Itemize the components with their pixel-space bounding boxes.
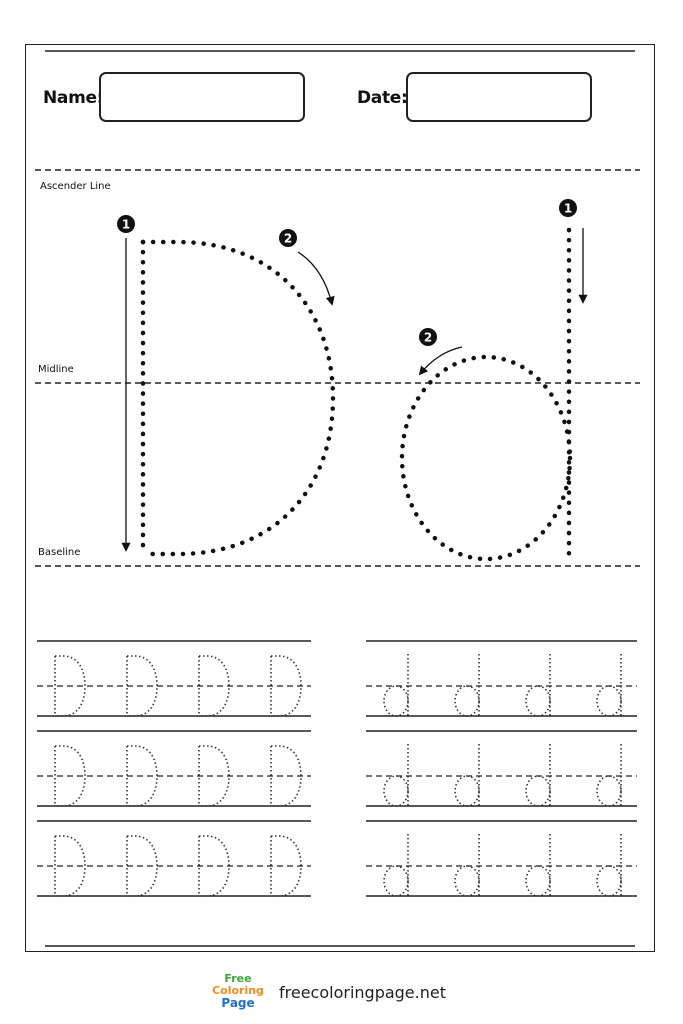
practice-lowercase-d-bowl <box>383 775 409 807</box>
practice-lowercase-d-bowl <box>596 685 622 717</box>
practice-lowercase-d-bowl <box>454 685 480 717</box>
baseline-label: Baseline <box>38 547 81 558</box>
name-field[interactable] <box>99 72 305 122</box>
lower-stroke2-arrow <box>418 346 463 376</box>
midline-label: Midline <box>38 364 74 375</box>
practice-uppercase-d <box>198 655 230 717</box>
practice-lowercase-d-bowl <box>383 865 409 897</box>
date-label: Date: <box>357 88 408 108</box>
practice-uppercase-d <box>126 835 158 897</box>
logo-line-1: Free <box>224 972 252 985</box>
practice-uppercase-d <box>198 745 230 807</box>
practice-uppercase-d <box>54 745 86 807</box>
practice-lowercase-d-bowl <box>383 685 409 717</box>
ascender-line-label: Ascender Line <box>40 181 111 192</box>
upper-stroke2-arrow <box>297 251 335 306</box>
lower-stroke2-number: 2 <box>424 331 432 345</box>
upper-stroke1-badge <box>117 215 135 233</box>
uppercase-d-trace <box>140 239 336 557</box>
lower-stroke1-number: 1 <box>564 202 572 216</box>
worksheet-frame <box>25 44 655 952</box>
date-field[interactable] <box>406 72 592 122</box>
practice-lowercase-d-bowl <box>525 865 551 897</box>
practice-uppercase-d <box>126 745 158 807</box>
practice-uppercase-d <box>270 655 302 717</box>
practice-uppercase-d <box>270 745 302 807</box>
lowercase-d-trace <box>399 227 573 563</box>
practice-uppercase-d <box>54 835 86 897</box>
logo-line-2: Coloring <box>212 984 264 997</box>
practice-area <box>37 640 637 897</box>
upper-stroke1-number: 1 <box>122 218 130 232</box>
practice-lowercase-d-bowl <box>454 775 480 807</box>
site-logo: Free Coloring Page <box>210 972 266 1012</box>
practice-lowercase-d-bowl <box>525 685 551 717</box>
lower-stroke1-badge <box>559 199 577 217</box>
practice-uppercase-d <box>198 835 230 897</box>
practice-lowercase-d-bowl <box>596 775 622 807</box>
logo-line-3: Page <box>221 996 255 1010</box>
lower-stroke2-badge <box>419 328 437 346</box>
practice-lowercase-d-bowl <box>596 865 622 897</box>
name-label: Name: <box>43 88 104 108</box>
practice-uppercase-d <box>270 835 302 897</box>
upper-stroke2-number: 2 <box>284 232 292 246</box>
practice-lowercase-d-bowl <box>525 775 551 807</box>
practice-lowercase-d-bowl <box>454 865 480 897</box>
practice-uppercase-d <box>54 655 86 717</box>
site-url[interactable]: freecoloringpage.net <box>279 983 446 1002</box>
practice-uppercase-d <box>126 655 158 717</box>
upper-stroke2-badge <box>279 229 297 247</box>
